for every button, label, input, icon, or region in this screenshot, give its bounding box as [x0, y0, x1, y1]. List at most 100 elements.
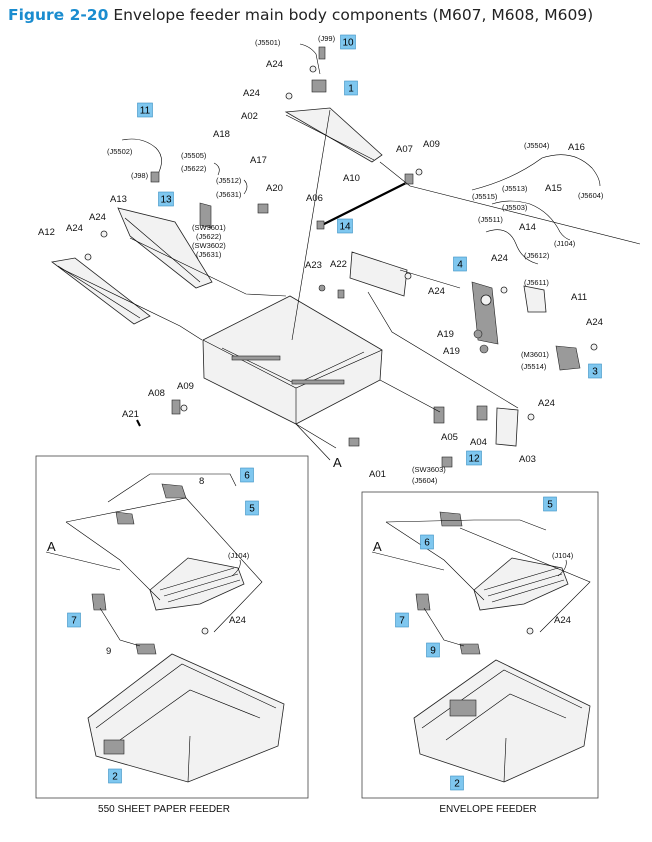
- part-label: (J5511): [478, 215, 503, 224]
- callout-number: 2: [112, 772, 118, 783]
- part-switch: [441, 456, 453, 468]
- part-sensor-flag: [199, 202, 212, 229]
- callout-box: [245, 500, 259, 516]
- part-label: (J5505): [181, 151, 207, 160]
- part-label: A19: [437, 329, 454, 340]
- callout-box: [67, 612, 81, 628]
- callout-number: 6: [244, 471, 250, 482]
- callout-number: 7: [399, 616, 405, 627]
- part-harness-a16: [471, 154, 601, 191]
- main-assembly: [51, 43, 641, 468]
- part-label: (SW3602): [192, 241, 226, 250]
- part-label: (J5512): [216, 176, 242, 185]
- part-pcb: [349, 251, 408, 297]
- callout-box: [340, 34, 356, 50]
- callout-box: [337, 218, 353, 234]
- callout-number: 2: [454, 779, 460, 790]
- callout-number: 12: [468, 454, 480, 465]
- part-bracket-a12: [51, 257, 151, 325]
- part-label: (SW3601): [192, 223, 226, 232]
- callout-number: 1: [348, 84, 354, 95]
- part-7-right: [415, 593, 431, 611]
- part-8-left: [115, 511, 135, 525]
- part-label: (J5513): [502, 184, 528, 193]
- part-label: A24: [586, 317, 603, 328]
- part-label: (J5503): [502, 203, 528, 212]
- part-a11: [523, 285, 547, 313]
- part-label: A: [333, 455, 342, 470]
- part-label: A15: [545, 183, 562, 194]
- part-label: A20: [266, 183, 283, 194]
- part-label: (J5604): [578, 191, 604, 200]
- part-label: A08: [148, 388, 165, 399]
- part-label: (J5514): [521, 362, 547, 371]
- part-label: A02: [241, 111, 258, 122]
- part-tray-left: [87, 653, 285, 783]
- part-label: (J5604): [412, 476, 438, 485]
- part-label: (J98): [131, 171, 149, 180]
- part-label: (J5622): [181, 164, 207, 173]
- callout-number: 4: [457, 260, 463, 271]
- part-label: A10: [343, 173, 360, 184]
- callout-box: [137, 102, 153, 118]
- part-label: (J5612): [524, 251, 550, 260]
- part-label: A09: [423, 139, 440, 150]
- part-label: A11: [571, 292, 587, 303]
- part-label: (J99): [318, 34, 336, 43]
- callout-number: 13: [160, 195, 172, 206]
- part-bracket-a13: [117, 207, 213, 289]
- part-label: A17: [250, 155, 267, 166]
- callout-number: 10: [342, 38, 354, 49]
- part-top-plate: [284, 107, 383, 163]
- callout-box: [543, 496, 557, 512]
- part-label: (J5631): [196, 250, 222, 259]
- part-label: A24: [538, 398, 555, 409]
- part-label: A13: [110, 194, 127, 205]
- caption-envelope-feeder: ENVELOPE FEEDER: [439, 804, 536, 815]
- callout-box: [158, 191, 174, 207]
- part-label: A05: [441, 432, 458, 443]
- callout-number: 14: [339, 222, 351, 233]
- part-label: (J5631): [216, 190, 242, 199]
- part-label: A22: [330, 259, 347, 270]
- part-motor: [555, 345, 581, 371]
- part-6-left: [161, 483, 187, 499]
- part-6-right: [439, 511, 463, 527]
- panel-envelope-feeder: [361, 491, 599, 799]
- callout-box: [426, 642, 440, 658]
- part-connector: [318, 46, 326, 60]
- part-drive-unit: [471, 281, 499, 345]
- part-label: (M3601): [521, 350, 549, 359]
- panel-550-sheet-feeder: [35, 455, 309, 799]
- part-screw: [285, 92, 293, 100]
- part-tray-right: [413, 659, 591, 783]
- figure-title: Figure 2-20 Envelope feeder main body co…: [8, 6, 648, 28]
- part-label: 8: [199, 476, 204, 487]
- part-label: 9: [106, 646, 111, 657]
- part-label: (J104): [554, 239, 576, 248]
- part-label: A16: [568, 142, 585, 153]
- part-7-left: [91, 593, 107, 611]
- part-label: A09: [177, 381, 194, 392]
- callout-number: 9: [430, 646, 436, 657]
- part-label: A21: [122, 409, 139, 420]
- part-label: (J5502): [107, 147, 133, 156]
- part-5-left: [149, 557, 245, 611]
- part-label: A24: [266, 59, 283, 70]
- part-label: A18: [213, 129, 230, 140]
- caption-550-sheet-feeder: 550 SHEET PAPER FEEDER: [98, 804, 230, 815]
- part-label: (J104): [552, 551, 574, 560]
- part-label: A24: [229, 615, 246, 626]
- part-5-right: [473, 557, 569, 611]
- part-screw: [309, 65, 317, 73]
- callout-box: [395, 612, 409, 628]
- callout-box: [450, 775, 464, 791]
- main-labels: (J5501)(J99)A24A24A02(J5502)(J98)A18(J55…: [38, 34, 604, 485]
- part-a03: [495, 407, 519, 447]
- callout-box: [420, 534, 434, 550]
- part-main-frame: [202, 295, 383, 425]
- part-harness-a14: [485, 229, 539, 265]
